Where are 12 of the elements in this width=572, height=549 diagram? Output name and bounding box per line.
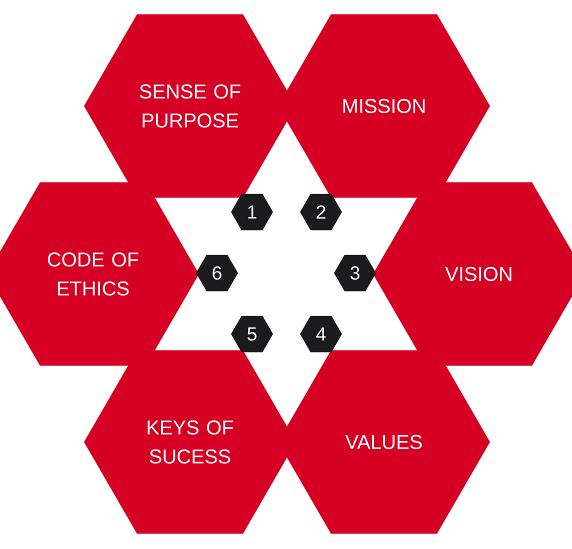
hexagon-tile: KEYS OF SUCESS xyxy=(84,350,296,534)
number-hexagon: 3 xyxy=(334,254,376,292)
hexagon-tile: VISION xyxy=(373,182,572,366)
number-hexagon: 6 xyxy=(196,254,238,292)
hexagon-tile: VALUES xyxy=(278,350,490,534)
number-hexagon: 4 xyxy=(300,316,342,352)
hexagon-tile: MISSION xyxy=(278,14,490,198)
number-hexagon: 1 xyxy=(231,194,273,230)
hexagon-tile: CODE OF ETHICS xyxy=(0,182,199,366)
number-hexagon: 2 xyxy=(300,194,342,230)
hexagon-tile: SENSE OF PURPOSE xyxy=(84,14,296,198)
number-hexagon: 5 xyxy=(231,316,273,352)
